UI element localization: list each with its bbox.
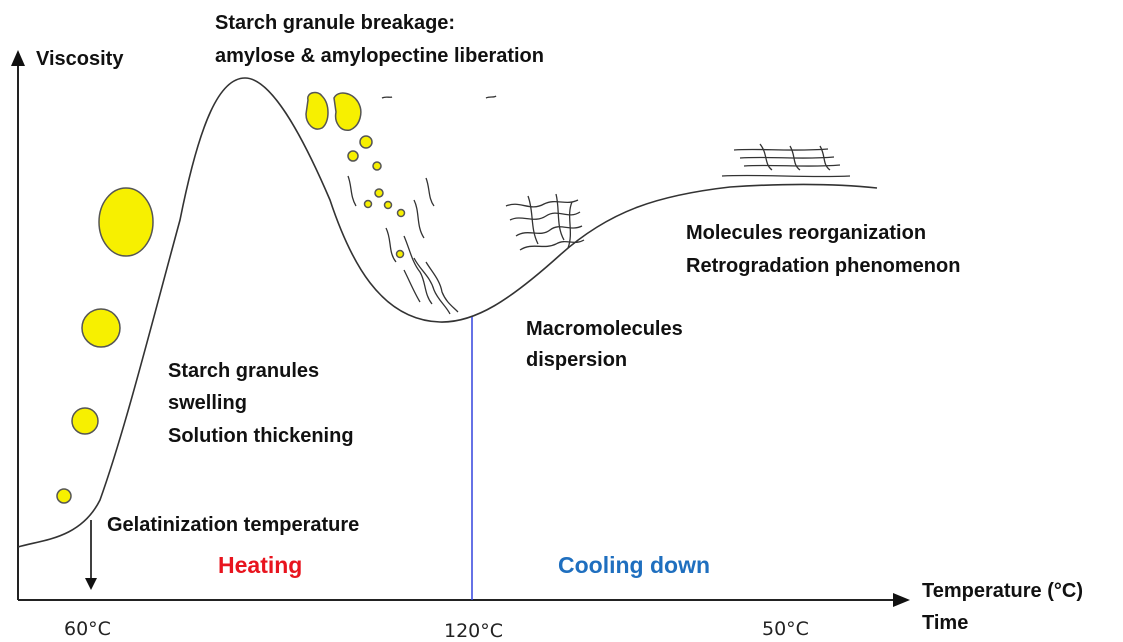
x-tick-label: 60°C (64, 618, 111, 640)
x-axis-label: Temperature (°C) (922, 580, 1083, 602)
x-tick-label: 50°C (762, 618, 809, 640)
heating-phase-label: Heating (218, 552, 303, 578)
gelatinization-label: Gelatinization temperature (107, 514, 360, 536)
swelling-label: Starch granules (168, 360, 320, 382)
granule-fragment-left (305, 91, 329, 130)
cooling-phase-label: Cooling down (558, 552, 711, 578)
breakage-subtitle: amylose & amylopectine liberation (215, 45, 544, 67)
fragment-dot (374, 188, 384, 198)
amylose-chains (347, 95, 497, 315)
fragment-dot (347, 150, 359, 162)
broken-granules (305, 91, 406, 259)
granule-medium (81, 308, 121, 348)
viscosity-curve (17, 77, 878, 548)
thickening-label: Solution thickening (168, 425, 354, 447)
y-axis-label: Viscosity (36, 48, 124, 70)
dispersion-label: Macromolecules (526, 318, 683, 340)
granule-fragment-right (333, 92, 362, 131)
reorganization-label: Molecules reorganization (686, 222, 927, 244)
x-axis-arrowhead (893, 593, 910, 607)
fragment-dot (359, 135, 373, 149)
dispersion-label: dispersion (526, 349, 628, 371)
swelling-label: swelling (168, 392, 247, 414)
retrograded-structure (721, 143, 851, 178)
breakage-title: Starch granule breakage: (215, 12, 456, 34)
fragment-dot (396, 208, 406, 218)
x-tick-label: 120°C (444, 620, 504, 642)
y-axis-arrowhead (11, 50, 25, 66)
fragment-dot (363, 199, 373, 209)
fragment-dot (395, 249, 405, 259)
fragment-dot (372, 161, 382, 171)
swelling-granules (56, 187, 154, 504)
fragment-dot (383, 200, 393, 210)
granule-large (98, 187, 154, 257)
gelatinization-arrowhead (85, 578, 97, 590)
granule-tiny (56, 488, 72, 504)
retrogradation-label: Retrogradation phenomenon (686, 255, 961, 277)
x-axis-sublabel: Time (922, 612, 969, 634)
dispersed-macromolecules (505, 193, 585, 251)
granule-small (71, 407, 99, 435)
